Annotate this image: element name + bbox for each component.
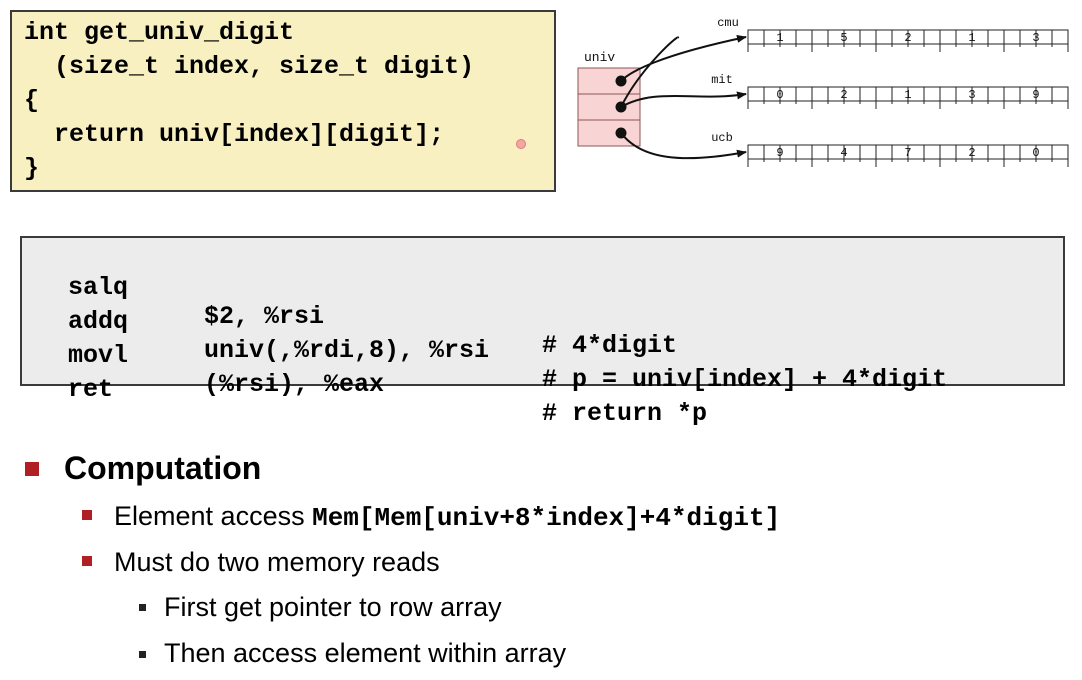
bullet-square-icon [82, 556, 92, 566]
assembly-code-box: salq $2, %rsi # 4*digit addq univ(,%rdi,… [20, 236, 1065, 428]
asm-op: ret [68, 375, 114, 404]
row-value: 3 [1032, 31, 1039, 45]
bullet-text: Element access [114, 501, 313, 531]
row-label: mit [711, 73, 733, 87]
pointer-arrow [620, 36, 680, 108]
sub-bullet-text: First get pointer to row array [164, 592, 502, 622]
pointer-cursor-dot [516, 139, 526, 149]
asm-line: movl (%rsi), %eax # return *p [22, 312, 707, 428]
asm-args: univ(,%rdi,8), %rsi [204, 336, 490, 365]
asm-comment: # return *p [542, 399, 708, 428]
pointer-arrow [620, 132, 747, 160]
bullet-square-icon [25, 462, 39, 476]
asm-args: (%rsi), %eax [204, 370, 385, 399]
pointer-cell [577, 93, 641, 121]
bullet-square-icon [82, 510, 92, 520]
code-line: { [24, 86, 40, 115]
row-value: 7 [904, 146, 911, 160]
row-arrays: cmu 1 5 2 1 3 mit 0 2 1 3 9 ucb 9 4 7 2 0 [711, 16, 1069, 167]
asm-args: $2, %rsi [204, 302, 325, 331]
sub-bullet-square-icon [139, 651, 146, 658]
pointer-array [577, 67, 641, 147]
pointer-arrows [620, 34, 747, 160]
row-value: 0 [776, 88, 783, 102]
code-line: int get_univ_digit [24, 18, 295, 47]
row-value: 9 [1032, 88, 1039, 102]
c-code-box: int get_univ_digit (size_t index, size_t… [10, 10, 556, 192]
sub-bullet-square-icon [139, 604, 146, 611]
row-value: 2 [968, 146, 975, 160]
asm-op: salq [68, 273, 129, 302]
row-value: 3 [968, 88, 975, 102]
asm-comment: # 4*digit [542, 331, 678, 360]
row-value: 2 [840, 88, 847, 102]
row-array-cmu: cmu 1 5 2 1 3 [717, 16, 1069, 52]
pointer-arrow [620, 91, 747, 108]
row-array-mit: mit 0 2 1 3 9 [711, 73, 1069, 109]
asm-line: ret [22, 346, 113, 404]
bullet-code: Mem[Mem[univ+8*index]+4*digit] [312, 503, 781, 533]
row-value: 1 [904, 88, 911, 102]
row-value: 1 [776, 31, 783, 45]
pointer-arrow [620, 34, 747, 82]
code-line: } [24, 154, 40, 183]
row-value: 5 [840, 31, 847, 45]
row-label: cmu [717, 16, 739, 30]
row-value: 0 [1032, 146, 1039, 160]
row-value: 2 [904, 31, 911, 45]
bullet-element-access: Element access Mem[Mem[univ+8*index]+4*d… [114, 501, 780, 533]
row-value: 1 [968, 31, 975, 45]
univ-label: univ [584, 50, 615, 65]
pointer-cell [577, 67, 641, 95]
row-value: 4 [840, 146, 847, 160]
bullet-two-reads: Must do two memory reads [114, 547, 440, 577]
univ-array-diagram: univ cmu 1 5 2 1 3 mit 0 2 1 3 9 ucb 9 4 7 2 0 [570, 10, 1075, 190]
code-line: (size_t index, size_t digit) [24, 52, 475, 81]
row-value: 9 [776, 146, 783, 160]
row-label: ucb [711, 131, 733, 145]
code-line: return univ[index][digit]; [24, 120, 445, 149]
asm-comment: # p = univ[index] + 4*digit [542, 365, 948, 394]
section-heading: Computation [64, 450, 262, 486]
computation-bullets: Computation Element access Mem[Mem[univ+… [0, 440, 1082, 680]
sub-bullet-text: Then access element within array [164, 638, 567, 668]
asm-line: salq $2, %rsi # 4*digit [22, 244, 677, 360]
asm-op: movl [68, 341, 129, 370]
asm-line: addq univ(,%rdi,8), %rsi # p = univ[inde… [22, 278, 947, 394]
row-array-ucb: ucb 9 4 7 2 0 [711, 131, 1069, 167]
univ-diagram-svg: univ cmu 1 5 2 1 3 mit 0 2 1 3 9 ucb 9 4 7 2 0 [577, 16, 1069, 167]
asm-op: addq [68, 307, 129, 336]
